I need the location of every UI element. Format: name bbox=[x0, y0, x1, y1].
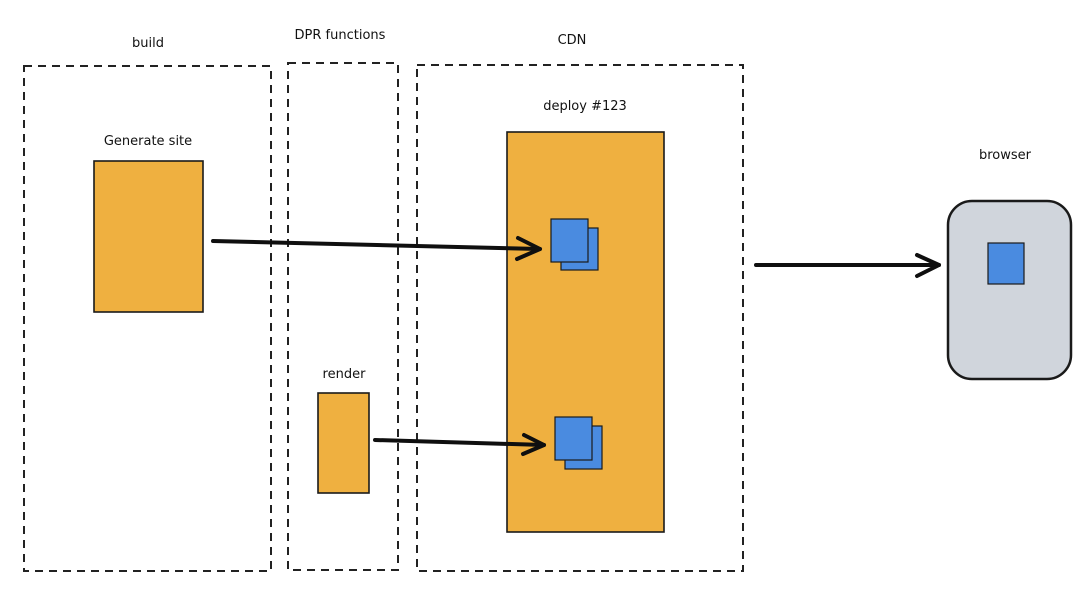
browser-page bbox=[987, 242, 1025, 285]
deploy-box bbox=[506, 131, 665, 533]
arrow-generate-site-shaft bbox=[211, 239, 542, 251]
dpr-functions-zone-label: DPR functions bbox=[295, 28, 386, 43]
build-zone-label: build bbox=[132, 36, 164, 51]
arrow-cdn-to-browser bbox=[754, 253, 941, 278]
arrow-render-head bbox=[521, 433, 546, 456]
cdn-zone-label: CDN bbox=[558, 33, 587, 48]
dpr-functions-zone bbox=[287, 62, 399, 571]
arrow-render-to-deploy bbox=[373, 433, 546, 456]
browser-window bbox=[946, 199, 1073, 381]
generate-site-label: Generate site bbox=[104, 134, 192, 149]
arrow-render-shaft bbox=[373, 438, 546, 447]
render-label: render bbox=[323, 367, 367, 382]
page-stack-1 bbox=[550, 218, 599, 271]
generate-site-box bbox=[93, 160, 204, 313]
page-stack-2 bbox=[554, 416, 603, 470]
build-zone bbox=[23, 65, 272, 572]
browser-zone-label: browser bbox=[979, 148, 1032, 163]
arrow-generate-site-to-deploy bbox=[211, 236, 542, 261]
page-stack-1-front bbox=[550, 218, 589, 263]
deploy-label: deploy #123 bbox=[543, 99, 627, 114]
cdn-zone bbox=[416, 64, 744, 572]
page-stack-2-front bbox=[554, 416, 593, 461]
render-box bbox=[317, 392, 370, 494]
arrow-generate-site-head bbox=[515, 236, 542, 261]
arrow-cdn-browser-head bbox=[915, 253, 941, 278]
